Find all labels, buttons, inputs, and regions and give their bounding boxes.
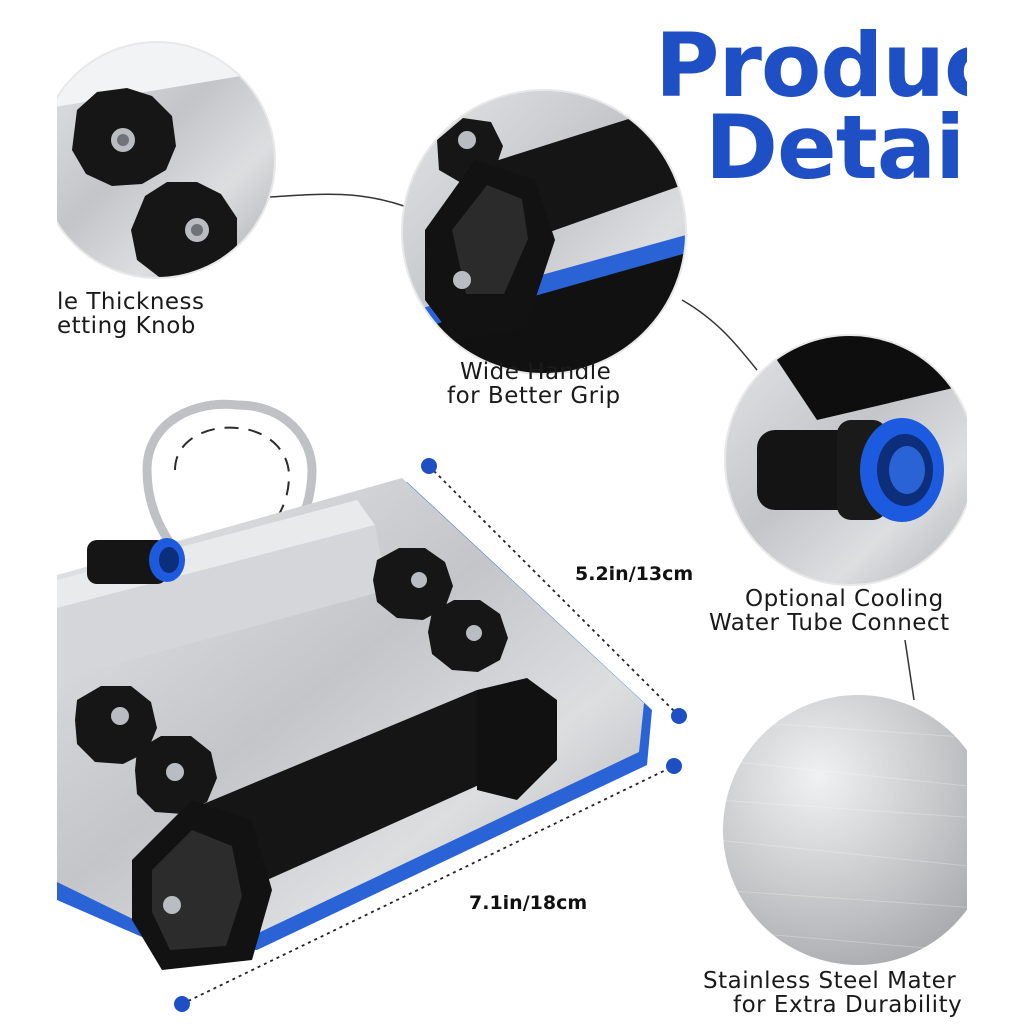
product-illustration <box>57 41 967 1012</box>
connector-line-knob <box>269 193 405 207</box>
handle-icon <box>132 678 557 970</box>
thickness-knob-icon <box>72 88 237 278</box>
page-title-line-2: Details <box>705 96 967 199</box>
cooling-caption-line-1: Optional Cooling <box>745 586 944 612</box>
cooling-connector-circle <box>725 335 967 585</box>
connector-line-handle <box>681 299 758 371</box>
product-details-graphic: Produc Details le Thickness etting Knob … <box>57 0 967 1024</box>
width-dimension-label: 5.2in/13cm <box>575 563 694 585</box>
knob-detail-circle <box>57 42 275 278</box>
steel-caption-line-2: for Extra Durability <box>733 992 963 1018</box>
knob-caption-line-2: etting Knob <box>57 313 196 339</box>
steel-caption-line-1: Stainless Steel Mater <box>703 968 957 994</box>
tube-connector-icon <box>757 418 944 522</box>
handle-caption-line-2: for Better Grip <box>447 383 621 409</box>
length-dimension-label: 7.1in/18cm <box>469 892 588 914</box>
connector-line-cooling <box>904 639 915 701</box>
cooling-caption-line-2: Water Tube Connect <box>709 610 950 636</box>
dimension-marker-icon <box>174 458 687 1012</box>
steel-texture-icon <box>723 695 967 965</box>
page-title-line-1: Produc <box>655 14 967 117</box>
handle-caption-line-1: Wide Handle <box>460 359 612 385</box>
main-product-view <box>57 399 652 970</box>
handle-detail-circle <box>402 90 686 374</box>
knob-caption-line-1: le Thickness <box>57 289 205 315</box>
